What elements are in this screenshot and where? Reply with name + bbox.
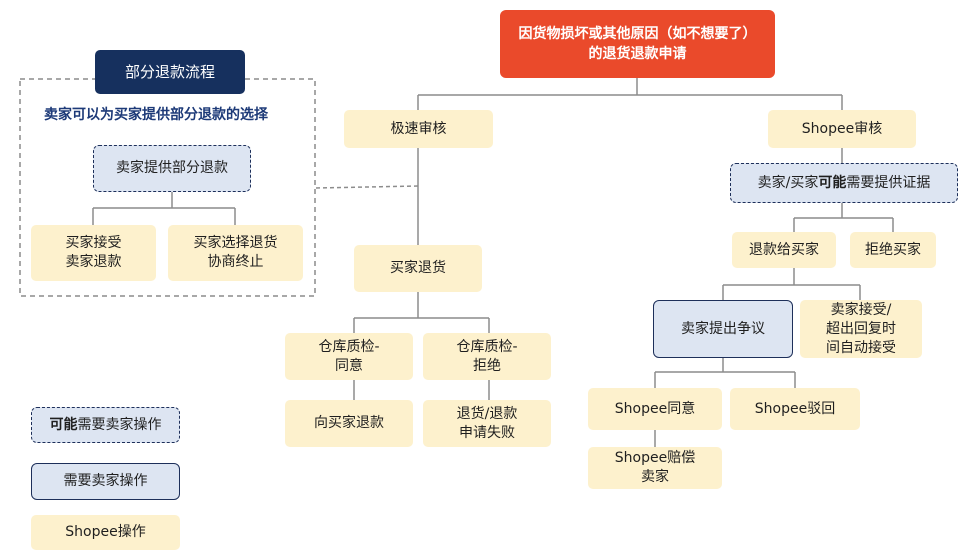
shopee-compensate-seller: Shopee赔偿 卖家: [588, 447, 722, 489]
shopee-review-text: Shopee审核: [801, 120, 883, 137]
partial-refund-title-text: 部分退款流程: [124, 62, 215, 81]
warehouse-check-approved-text: 仓库质检- 同意: [318, 338, 380, 374]
seller-raise-dispute-text: 卖家提出争议: [681, 320, 765, 337]
shopee-compensate-seller-text: Shopee赔偿 卖家: [614, 450, 696, 485]
legend-shopee-action: Shopee操作: [31, 515, 180, 550]
return-refund-failed: 退货/退款 申请失败: [423, 400, 551, 447]
seller-raise-dispute: 卖家提出争议: [653, 300, 793, 358]
return-refund-failed-text: 退货/退款 申请失败: [456, 405, 518, 441]
evidence-may-be-required: 卖家/买家可能需要提供证据: [730, 163, 958, 203]
shopee-reject: Shopee驳回: [730, 388, 860, 430]
buyer-choose-return-end: 买家选择退货 协商终止: [168, 225, 303, 281]
fast-review: 极速审核: [344, 110, 493, 148]
shopee-agree-text: Shopee同意: [614, 400, 696, 417]
buyer-accept-seller-refund: 买家接受 卖家退款: [31, 225, 156, 281]
evidence-prefix: 卖家/买家: [757, 174, 819, 191]
buyer-accept-seller-refund-text: 买家接受 卖家退款: [65, 235, 122, 270]
legend-maybe-text: 可能需要卖家操作: [50, 416, 162, 435]
root-request-text: 因货物损坏或其他原因（如不想要了）的退货退款申请: [518, 26, 757, 62]
shopee-reject-text: Shopee驳回: [754, 400, 836, 417]
refund-to-buyer-result: 向买家退款: [285, 400, 413, 447]
refund-to-buyer-text: 退款给买家: [749, 241, 819, 258]
refund-to-buyer-result-text: 向买家退款: [314, 415, 384, 431]
evidence-suffix: 需要提供证据: [846, 174, 931, 191]
warehouse-check-approved: 仓库质检- 同意: [285, 333, 413, 380]
reject-buyer: 拒绝买家: [850, 232, 936, 268]
buyer-choose-return-end-text: 买家选择退货 协商终止: [193, 235, 278, 270]
root-request-title: 因货物损坏或其他原因（如不想要了）的退货退款申请: [500, 10, 775, 78]
legend-maybe-seller-action: 可能需要卖家操作: [31, 407, 180, 443]
seller-offer-partial-refund: 卖家提供部分退款: [93, 145, 251, 192]
shopee-agree: Shopee同意: [588, 388, 722, 430]
legend-seller-action-text: 需要卖家操作: [63, 473, 148, 489]
fast-review-text: 极速审核: [390, 120, 447, 137]
legend-seller-action: 需要卖家操作: [31, 463, 180, 500]
buyer-return-text: 买家退货: [390, 260, 446, 276]
seller-accept-or-auto: 卖家接受/ 超出回复时 间自动接受: [800, 300, 922, 358]
legend-maybe-bold: 可能: [49, 416, 78, 433]
legend-shopee-action-text: Shopee操作: [65, 524, 146, 540]
seller-offer-partial-refund-text: 卖家提供部分退款: [116, 160, 228, 176]
evidence-text: 卖家/买家可能需要提供证据: [758, 174, 931, 193]
evidence-bold: 可能: [818, 174, 847, 191]
buyer-return: 买家退货: [354, 245, 482, 292]
warehouse-check-rejected-text: 仓库质检- 拒绝: [456, 338, 518, 374]
partial-refund-title: 部分退款流程: [95, 50, 245, 94]
legend-maybe-suffix: 需要卖家操作: [77, 416, 162, 433]
partial-refund-note: 卖家可以为买家提供部分退款的选择: [44, 107, 268, 123]
shopee-review: Shopee审核: [768, 110, 916, 148]
warehouse-check-rejected: 仓库质检- 拒绝: [423, 333, 551, 380]
reject-buyer-text: 拒绝买家: [865, 241, 921, 258]
seller-accept-or-auto-text: 卖家接受/ 超出回复时 间自动接受: [826, 301, 896, 356]
refund-to-buyer: 退款给买家: [732, 232, 836, 268]
